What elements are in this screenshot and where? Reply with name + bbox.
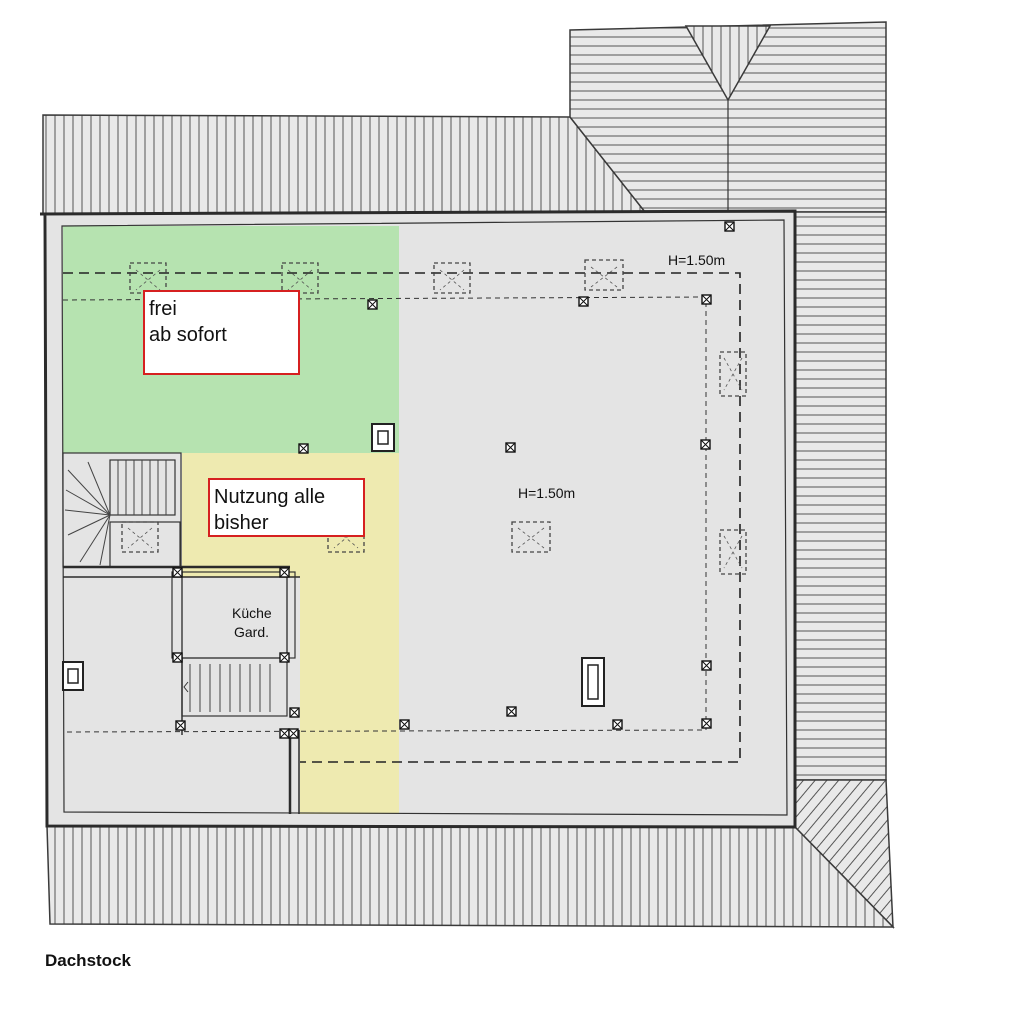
height-line <box>63 272 741 763</box>
post-icon <box>288 728 299 739</box>
staircase <box>62 452 300 578</box>
zone-existing-line1: Nutzung alle <box>214 486 326 508</box>
posts <box>172 221 735 739</box>
post-icon <box>172 652 183 663</box>
post-icon <box>289 707 300 718</box>
post-icon <box>701 718 712 729</box>
outer-wall <box>39 209 797 829</box>
zone-free-label: frei ab sofort <box>143 290 300 375</box>
post-icon <box>175 720 186 731</box>
post-icon <box>700 439 711 450</box>
zone-existing <box>182 453 399 814</box>
post-icon <box>367 299 378 310</box>
roof-ridge <box>684 25 772 102</box>
post-icon <box>279 567 290 578</box>
chimney-icon <box>371 423 395 452</box>
zone-free-line1: frei <box>149 298 177 320</box>
roof-top-left <box>42 114 647 215</box>
inner-wall-line <box>61 219 788 816</box>
skylight-icon <box>433 262 471 294</box>
post-icon <box>612 719 623 730</box>
skylight-icon <box>719 529 747 575</box>
roof-hatching <box>42 21 895 929</box>
height-label-top: H=1.50m <box>668 252 725 268</box>
post-icon <box>279 728 290 739</box>
height-label-center: H=1.50m <box>518 485 575 501</box>
chimney-icon <box>62 661 84 691</box>
post-icon <box>701 294 712 305</box>
skylight-icon <box>719 351 747 397</box>
skylight-icon <box>511 521 551 553</box>
skylight-icon <box>584 259 624 291</box>
post-icon <box>701 660 712 671</box>
plan-caption: Dachstock <box>45 951 131 970</box>
inner-dash-line <box>62 296 707 733</box>
chimney-icon <box>581 657 605 707</box>
room-kitchen-label: Küche <box>232 605 272 621</box>
post-icon <box>505 442 516 453</box>
post-icon <box>172 567 183 578</box>
zone-existing-line2: bisher <box>214 512 269 534</box>
post-icon <box>298 443 309 454</box>
skylight-icon <box>281 262 319 294</box>
zone-free-line2: ab sofort <box>149 324 227 346</box>
room-wardrobe-label: Gard. <box>234 624 269 640</box>
roof-right <box>794 211 887 781</box>
post-icon <box>399 719 410 730</box>
post-icon <box>724 221 735 232</box>
zone-existing-label: Nutzung alle bisher <box>208 478 365 537</box>
skylight-icon <box>121 521 159 553</box>
post-icon <box>578 296 589 307</box>
post-icon <box>279 652 290 663</box>
post-icon <box>506 706 517 717</box>
roof-bottom <box>46 825 895 928</box>
